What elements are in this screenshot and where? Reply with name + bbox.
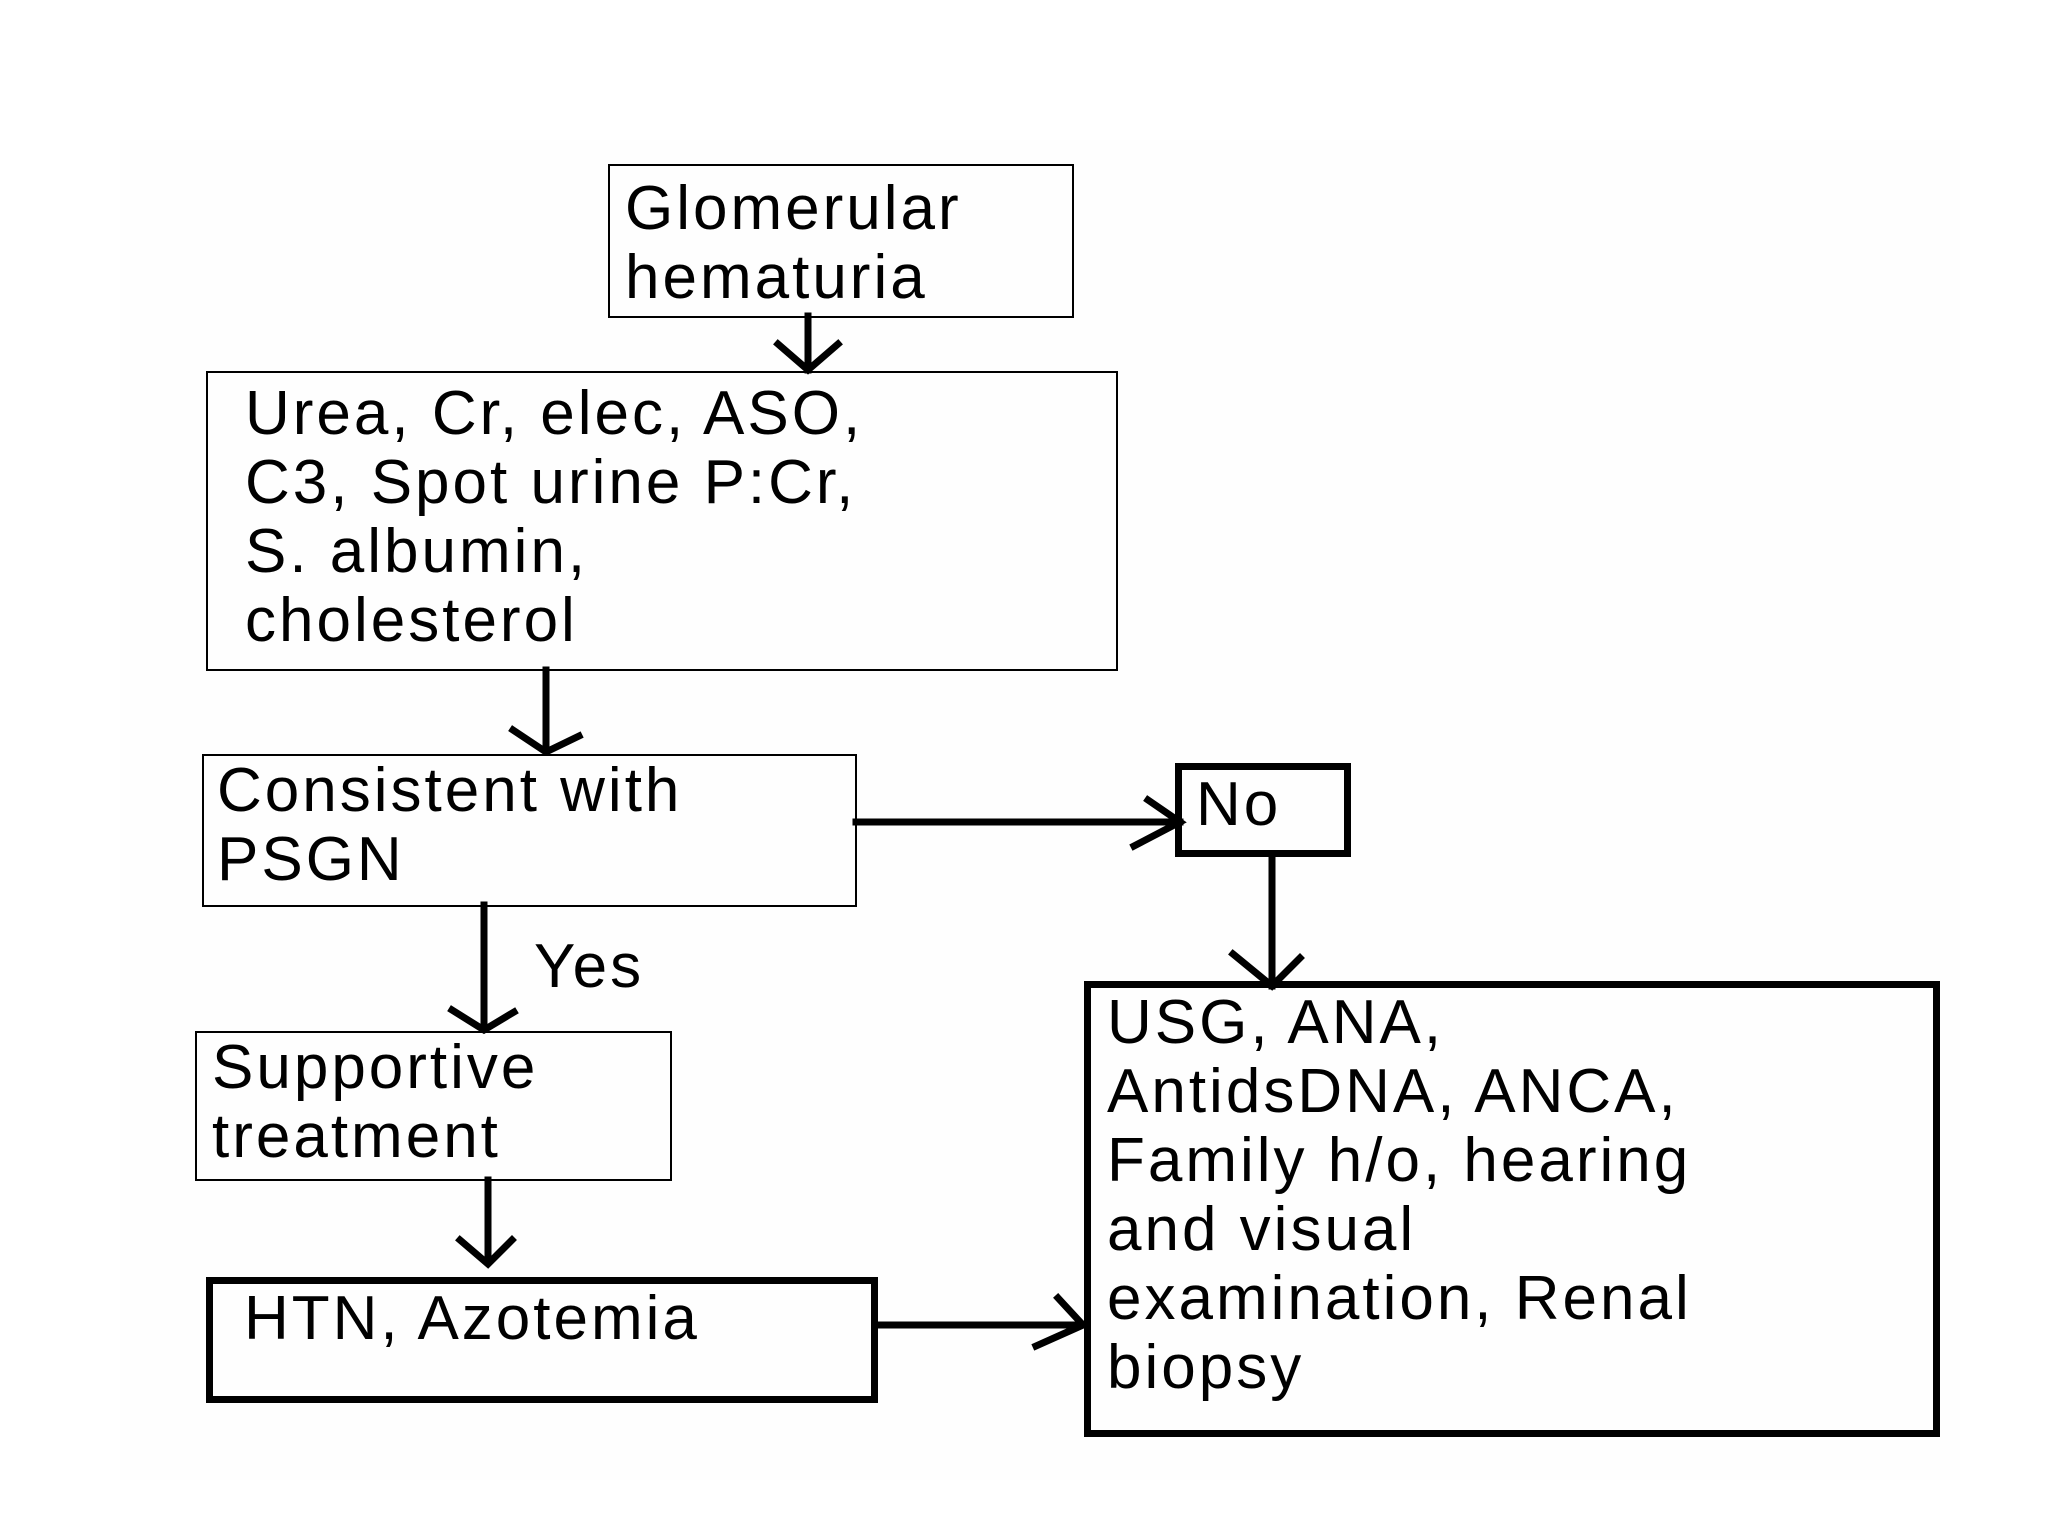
node-text-line: Supportive [212,1033,539,1102]
node-lab-tests: Urea, Cr, elec, ASO, C3, Spot urine P:Cr… [206,371,1118,671]
arrow-glomerular-to-tests [773,312,843,375]
node-text-line: and visual [1107,1195,1417,1264]
node-text-line: Urea, Cr, elec, ASO, [245,379,864,448]
arrow-psgn-to-supportive [447,901,519,1035]
node-consistent-with-psgn: Consistent with PSGN [202,754,857,907]
node-text-line: No [1196,770,1282,839]
node-further-workup: USG, ANA, AntidsDNA, ANCA, Family h/o, h… [1084,981,1940,1437]
node-text-line: C3, Spot urine P:Cr, [245,448,857,517]
node-no: No [1175,763,1351,857]
node-text-line: cholesterol [245,586,578,655]
node-text-line: treatment [212,1102,501,1171]
edge-label-yes: Yes [534,932,645,1001]
node-supportive-treatment: Supportive treatment [195,1031,672,1181]
arrow-htn-to-workup [876,1293,1089,1351]
node-text-line: USG, ANA, [1107,988,1445,1057]
node-glomerular-hematuria: Glomerular hematuria [608,164,1074,318]
node-text-line: S. albumin, [245,517,589,586]
node-text-line: examination, Renal [1107,1264,1692,1333]
arrow-tests-to-psgn [508,666,584,757]
arrow-supportive-to-htn [455,1176,517,1269]
node-text-line: HTN, Azotemia [244,1284,700,1353]
node-text-line: hematuria [625,243,928,312]
arrow-psgn-to-no [852,795,1187,851]
node-text-line: PSGN [217,825,405,894]
diagram-panel [120,140,1960,1480]
node-text-line: biopsy [1107,1333,1305,1402]
node-text-line: Consistent with [217,756,683,825]
node-htn-azotemia: HTN, Azotemia [206,1277,878,1403]
arrow-no-to-workup [1228,851,1305,991]
node-text-line: Family h/o, hearing [1107,1126,1692,1195]
node-text-line: AntidsDNA, ANCA, [1107,1057,1679,1126]
node-text-line: Glomerular [625,174,962,243]
